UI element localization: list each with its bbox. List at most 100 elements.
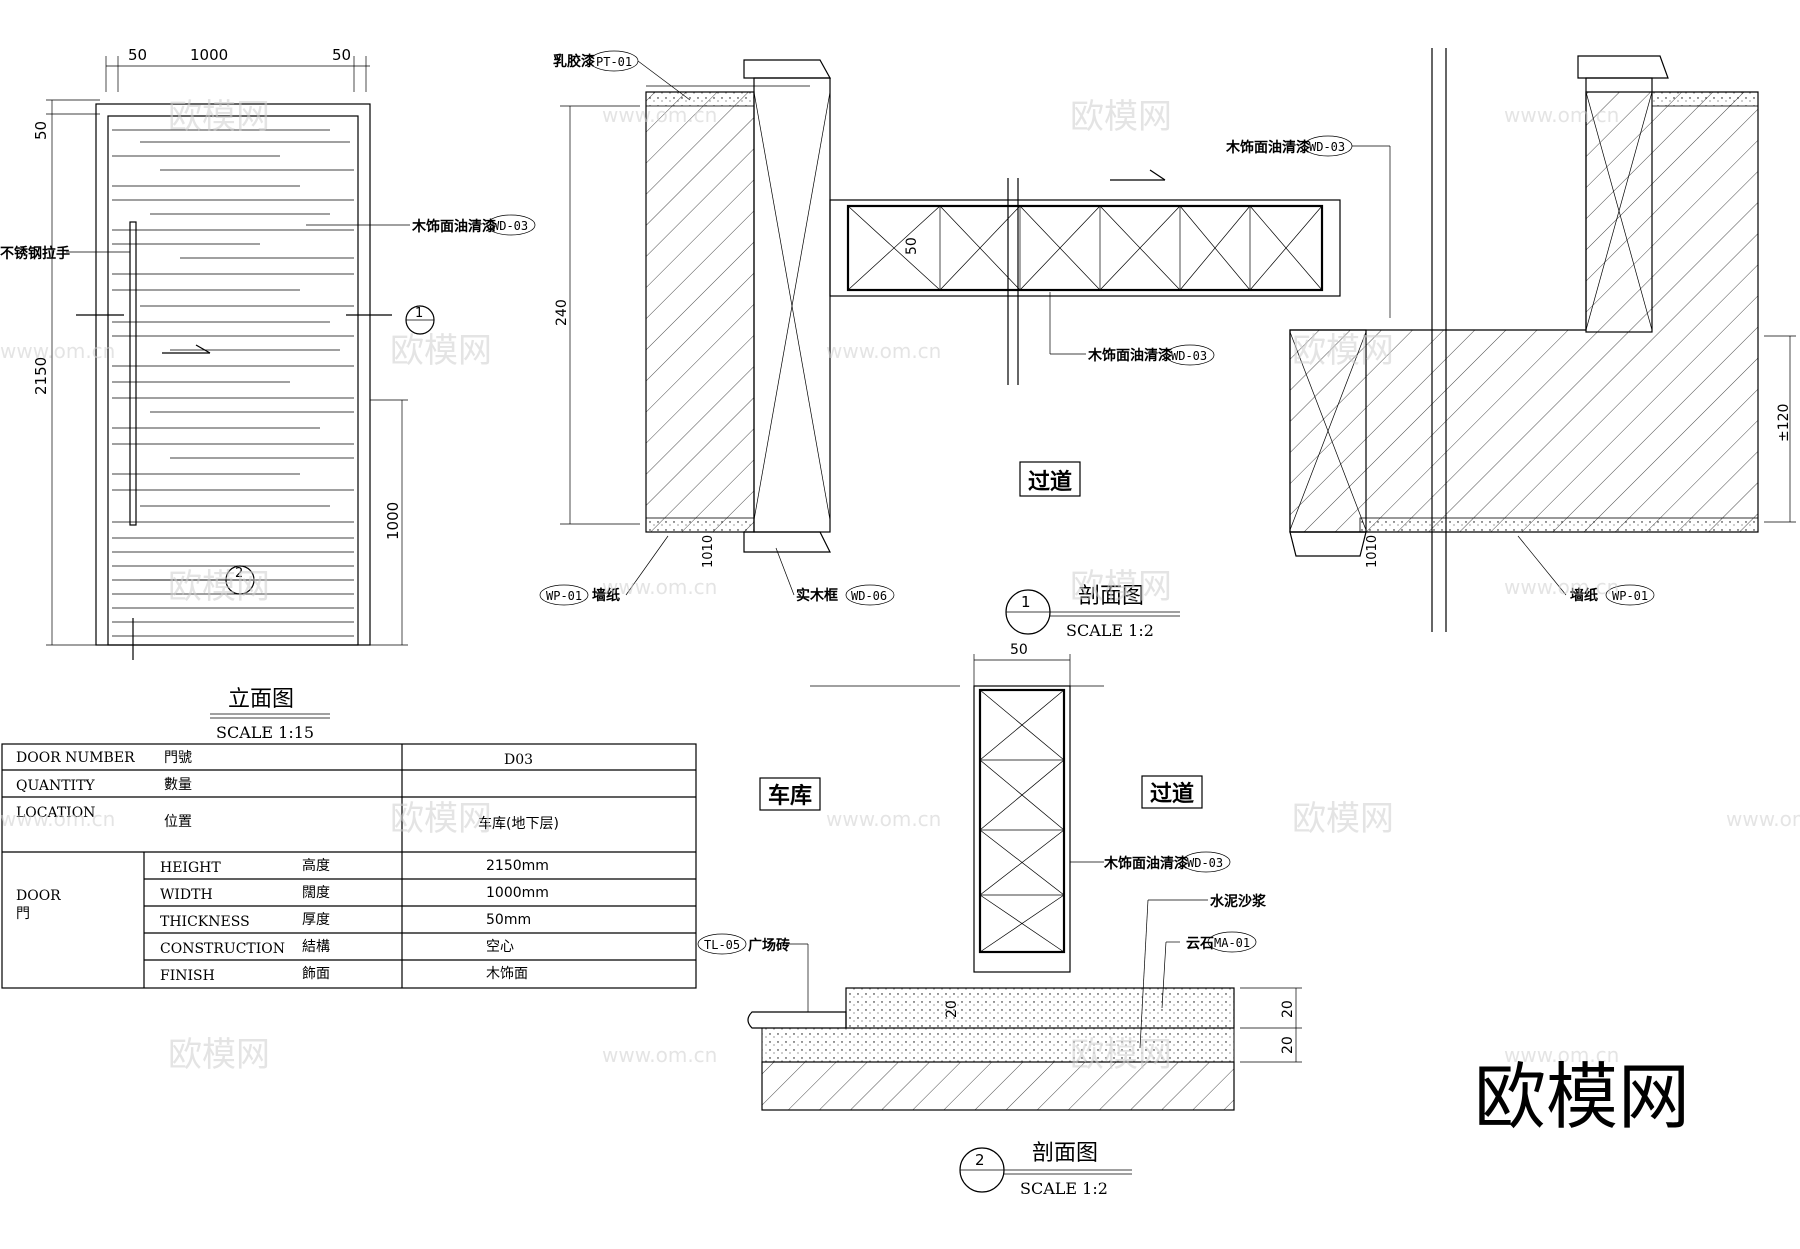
schedule-quantity-label: QUANTITY bbox=[16, 778, 95, 794]
section-2-number: 2 bbox=[975, 1151, 985, 1169]
section-1-number: 1 bbox=[1021, 593, 1031, 611]
tag-wp-01-right: WP-01 bbox=[1612, 589, 1648, 603]
dim-1010-right: 1010 bbox=[1365, 535, 1380, 568]
watermark-logo: 欧模网 bbox=[1070, 1035, 1172, 1075]
label-wood-finish-top: 木饰面油清漆 bbox=[1225, 139, 1310, 156]
tag-wd-03-mid: WD-03 bbox=[1171, 349, 1207, 363]
watermark-url: www.om.cn bbox=[1504, 575, 1619, 599]
dim-1010-left: 1010 bbox=[701, 535, 716, 568]
schedule-door-zh: 門 bbox=[16, 906, 30, 922]
row-zh: 高度 bbox=[302, 857, 330, 874]
tag-wp-01-left: WP-01 bbox=[546, 589, 582, 603]
tag-wd-03: WD-03 bbox=[492, 219, 528, 233]
watermark-logo: 欧模网 bbox=[168, 97, 270, 137]
door-schedule: DOOR NUMBER 門號 D03 QUANTITY 數量 LOCATION … bbox=[1, 743, 697, 989]
tag-tl-05: TL-05 bbox=[704, 938, 740, 952]
dim-leaf-50: 50 bbox=[904, 237, 920, 255]
label-wood-finish-s2: 木饰面油清漆 bbox=[1103, 855, 1188, 872]
tag-wd-03-top: WD-03 bbox=[1309, 140, 1345, 154]
watermark-logo: 欧模网 bbox=[168, 567, 270, 607]
label-wood-finish-mid: 木饰面油清漆 bbox=[1087, 347, 1172, 364]
row-zh: 結構 bbox=[302, 939, 330, 955]
section-marker-2: 2 bbox=[235, 566, 243, 581]
watermark-logo: 欧模网 bbox=[1292, 331, 1394, 371]
label-cement-mortar: 水泥沙浆 bbox=[1210, 893, 1267, 910]
section-1: 50 ±120 240 1010 1010 乳胶漆 PT-01 bbox=[539, 48, 1796, 640]
watermark-url: www.om.cn bbox=[826, 339, 941, 363]
label-wood-finish: 木饰面油清漆 bbox=[411, 218, 496, 235]
watermark-logo: 欧模网 bbox=[1070, 567, 1172, 607]
row-zh: 飾面 bbox=[302, 966, 330, 982]
label-plaza-tile: 广场砖 bbox=[748, 937, 790, 954]
watermark-logo: 欧模网 bbox=[1292, 799, 1394, 839]
watermark-url: www.om.cn bbox=[1726, 807, 1800, 831]
table-row: CONSTRUCTION 結構 空心 bbox=[160, 939, 514, 957]
watermark-logo: 欧模网 bbox=[168, 1035, 270, 1075]
table-row: FINISH 飾面 木饰面 bbox=[160, 966, 528, 984]
brand-logo: 欧模网 bbox=[1474, 1055, 1690, 1139]
watermark-url: www.om.cn bbox=[0, 807, 115, 831]
schedule-door-number-label: DOOR NUMBER bbox=[16, 750, 135, 766]
row-zh: 闊度 bbox=[302, 885, 330, 901]
watermark-logo: 欧模网 bbox=[390, 331, 492, 371]
section-2: 50 20 20 20 车库 过道 木 bbox=[697, 642, 1302, 1198]
section-1-scale: SCALE 1:2 bbox=[1066, 621, 1154, 640]
watermark-url: www.om.cn bbox=[1504, 1043, 1619, 1067]
door-leaf bbox=[829, 199, 1341, 297]
table-row: WIDTH 闊度 1000mm bbox=[160, 885, 549, 903]
tag-pt-01: PT-01 bbox=[596, 55, 632, 69]
watermarks: 欧模网 www.om.cn 欧模网 www.om.cn www.om.cn 欧模… bbox=[0, 97, 1800, 1139]
row-value: 50mm bbox=[486, 912, 531, 928]
watermark-url: www.om.cn bbox=[602, 575, 717, 599]
watermark-url: www.om.cn bbox=[1504, 103, 1619, 127]
room-hallway-1: 过道 bbox=[1028, 469, 1072, 495]
elevation-scale: SCALE 1:15 bbox=[216, 723, 314, 742]
room-garage: 车库 bbox=[768, 783, 812, 809]
dim-handle-height: 1000 bbox=[384, 502, 402, 540]
door-handle bbox=[129, 221, 137, 526]
dim-120: ±120 bbox=[1776, 404, 1792, 442]
dim-240: 240 bbox=[554, 299, 570, 326]
row-value: 2150mm bbox=[486, 858, 549, 874]
row-zh: 厚度 bbox=[302, 912, 330, 928]
left-wall bbox=[645, 91, 755, 533]
dim-left-margin: 50 bbox=[128, 46, 147, 64]
schedule-location-value: 车库(地下层) bbox=[478, 815, 559, 832]
schedule-quantity-zh: 數量 bbox=[164, 777, 192, 793]
schedule-rows: HEIGHT 高度 2150mm WIDTH 闊度 1000mm THICKNE… bbox=[160, 857, 549, 984]
label-wallpaper-left: 墙纸 bbox=[592, 587, 620, 604]
watermark-logo: 欧模网 bbox=[1070, 97, 1172, 137]
watermark-url: www.om.cn bbox=[602, 103, 717, 127]
section-2-scale: SCALE 1:2 bbox=[1020, 1179, 1108, 1198]
dim-top-margin: 50 bbox=[32, 121, 50, 140]
schedule-door-number-zh: 門號 bbox=[164, 750, 192, 766]
right-wall bbox=[1289, 91, 1759, 533]
schedule-door-number-value: D03 bbox=[504, 752, 533, 768]
row-en: CONSTRUCTION bbox=[160, 941, 285, 957]
label-handle: 不锈钢拉手 bbox=[0, 245, 70, 262]
screed-layer bbox=[761, 1027, 1235, 1063]
dim-20-top: 20 bbox=[1280, 1000, 1296, 1018]
watermark-logo: 欧模网 bbox=[390, 799, 492, 839]
label-solid-wood-frame: 实木框 bbox=[796, 587, 838, 604]
row-value: 1000mm bbox=[486, 885, 549, 901]
schedule-door-label: DOOR bbox=[16, 888, 61, 904]
row-value: 木饰面 bbox=[486, 966, 528, 982]
dim-right-margin: 50 bbox=[332, 46, 351, 64]
label-marble: 云石 bbox=[1186, 936, 1214, 952]
dim-door-50: 50 bbox=[1010, 642, 1028, 658]
table-row: THICKNESS 厚度 50mm bbox=[160, 912, 531, 930]
dim-door-width: 1000 bbox=[190, 46, 228, 64]
wood-grain bbox=[112, 129, 354, 637]
watermark-url: www.om.cn bbox=[0, 339, 115, 363]
dim-20-door: 20 bbox=[944, 1000, 960, 1018]
room-hallway-2: 过道 bbox=[1150, 781, 1194, 807]
row-value: 空心 bbox=[486, 939, 514, 955]
row-en: WIDTH bbox=[160, 887, 213, 903]
elevation-title: 立面图 bbox=[228, 687, 294, 712]
table-row: HEIGHT 高度 2150mm bbox=[160, 857, 549, 876]
tag-ma-01: MA-01 bbox=[1214, 936, 1250, 950]
row-en: HEIGHT bbox=[160, 860, 221, 876]
watermark-url: www.om.cn bbox=[602, 1043, 717, 1067]
section-1-title: 剖面图 bbox=[1078, 584, 1144, 609]
